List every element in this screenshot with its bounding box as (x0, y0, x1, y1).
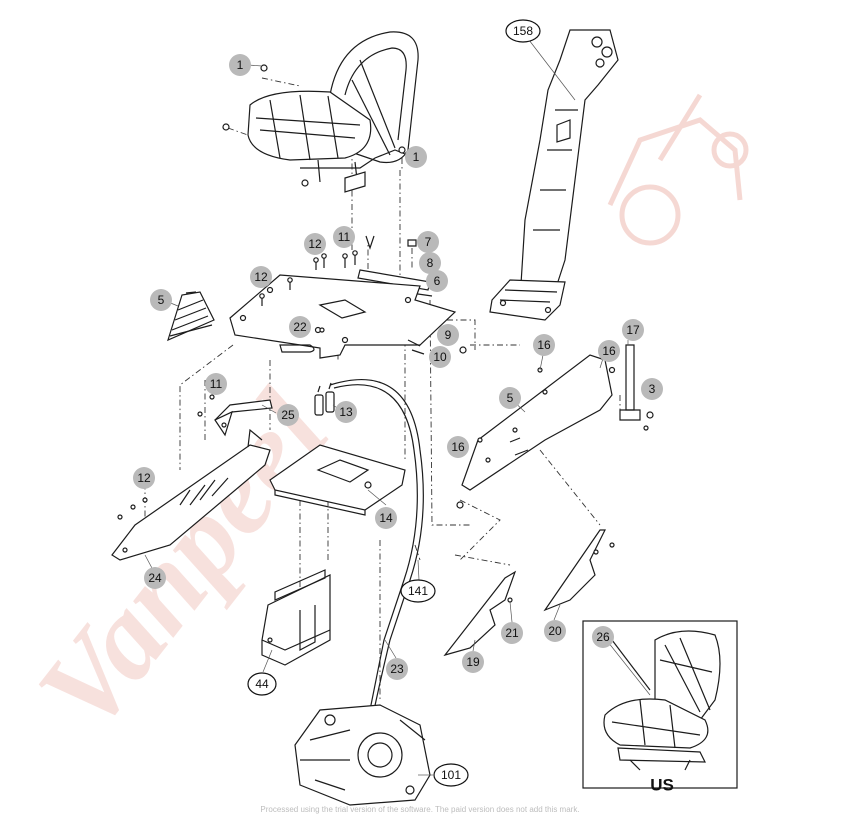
callout-21: 21 (501, 622, 523, 644)
side-panel (456, 354, 613, 509)
cover-plate (269, 444, 406, 516)
svg-text:16: 16 (451, 440, 465, 454)
callout-16-lower: 16 (447, 436, 469, 458)
tractor-seat (222, 31, 419, 193)
svg-text:101: 101 (441, 768, 461, 782)
callout-7: 7 (417, 231, 439, 253)
callout-8: 8 (419, 252, 441, 274)
callout-14: 14 (375, 507, 397, 529)
svg-text:11: 11 (210, 377, 223, 391)
svg-text:3: 3 (649, 382, 656, 396)
svg-text:12: 12 (137, 471, 151, 485)
callout-24: 24 (144, 567, 166, 589)
svg-text:20: 20 (548, 624, 562, 638)
callout-101: 101 (433, 763, 469, 787)
svg-text:9: 9 (445, 328, 452, 342)
bracket (197, 394, 273, 437)
strap (608, 344, 654, 431)
bracket-plate-19 (443, 570, 517, 657)
svg-text:158: 158 (513, 24, 533, 38)
svg-text:11: 11 (338, 230, 351, 244)
callout-23: 23 (386, 658, 408, 680)
callout-17: 17 (622, 319, 644, 341)
bracket-plate-20 (543, 529, 615, 612)
callout-16-top: 16 (533, 334, 555, 356)
callout-141: 141 (400, 579, 436, 603)
svg-text:16: 16 (537, 338, 551, 352)
svg-text:10: 10 (433, 350, 447, 364)
svg-text:5: 5 (158, 293, 165, 307)
mounting-frame (261, 569, 331, 666)
lower-bracket (111, 428, 271, 561)
rops-post (489, 29, 619, 321)
callout-13: 13 (335, 401, 357, 423)
callout-5-boot: 5 (150, 289, 172, 311)
svg-text:24: 24 (148, 571, 162, 585)
callout-9: 9 (437, 324, 459, 346)
seat-base-plate (229, 250, 467, 359)
callout-12-left: 12 (250, 266, 272, 288)
svg-text:12: 12 (308, 237, 322, 251)
callout-11-upper: 11 (333, 226, 355, 248)
switches (314, 382, 335, 416)
svg-text:22: 22 (293, 320, 307, 334)
svg-text:19: 19 (466, 655, 480, 669)
callout-1-right: 1 (405, 146, 427, 168)
assembly-lines (144, 77, 621, 700)
control-cable (329, 378, 424, 721)
callout-10: 10 (429, 346, 451, 368)
callout-5-panel: 5 (499, 387, 521, 409)
svg-text:1: 1 (237, 58, 244, 72)
callout-3: 3 (641, 378, 663, 400)
callout-26: 26 (592, 626, 614, 648)
transmission-housing (294, 704, 431, 806)
svg-text:1: 1 (413, 150, 420, 164)
svg-text:23: 23 (390, 662, 404, 676)
callout-1-top: 1 (229, 54, 251, 76)
callout-25: 25 (277, 404, 299, 426)
tractor-watermark-icon (607, 93, 749, 246)
svg-text:12: 12 (254, 270, 268, 284)
watermark-text: Vanpeel (12, 368, 353, 754)
callout-12-lower: 12 (133, 467, 155, 489)
rubber-boot (167, 291, 215, 342)
svg-text:44: 44 (255, 677, 269, 691)
callout-16-right: 16 (598, 340, 620, 362)
callout-19: 19 (462, 651, 484, 673)
svg-text:7: 7 (425, 235, 432, 249)
callout-20: 20 (544, 620, 566, 642)
callout-11-lower: 11 (205, 373, 227, 395)
svg-text:26: 26 (596, 630, 610, 644)
inset-label: US (650, 776, 674, 795)
svg-text:14: 14 (379, 511, 393, 525)
callout-158: 158 (505, 19, 541, 43)
svg-text:13: 13 (339, 405, 353, 419)
footer-note: Processed using the trial version of the… (260, 805, 579, 814)
svg-text:6: 6 (434, 274, 441, 288)
svg-text:17: 17 (626, 323, 640, 337)
svg-text:16: 16 (602, 344, 616, 358)
svg-text:25: 25 (281, 408, 295, 422)
callout-22: 22 (289, 316, 311, 338)
us-seat-inset (582, 620, 738, 789)
callout-6: 6 (426, 270, 448, 292)
callout-44: 44 (247, 672, 277, 696)
callout-12-upper: 12 (304, 233, 326, 255)
svg-text:21: 21 (505, 626, 519, 640)
svg-text:141: 141 (408, 584, 428, 598)
svg-text:5: 5 (507, 391, 514, 405)
svg-text:8: 8 (427, 256, 434, 270)
